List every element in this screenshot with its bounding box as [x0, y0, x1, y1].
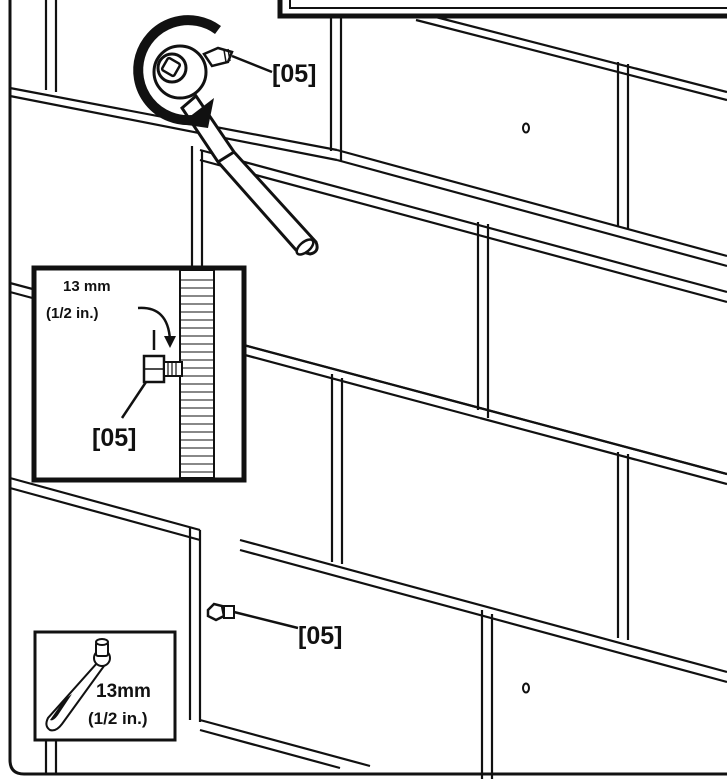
bolt-callout-label: [05] — [298, 622, 342, 650]
tool-size-in: (1/2 in.) — [88, 709, 148, 728]
detail-size-in: (1/2 in.) — [46, 305, 99, 322]
rotation-arrow-icon — [133, 15, 221, 128]
wall-section-hatching — [180, 279, 214, 473]
anchor-hole — [522, 122, 530, 134]
bolt-icon — [202, 46, 234, 68]
top-frame — [277, 0, 727, 19]
installed-bolt-icon: [05] — [206, 602, 342, 650]
detail-size-mm: 13 mm — [63, 278, 111, 295]
detail-callout-label: [05] — [92, 424, 136, 452]
wrench-callout-label: [05] — [272, 60, 316, 88]
ratchet-wrench-icon — [152, 44, 319, 256]
detail-inset: 13 mm (1/2 in.) [05] — [31, 265, 247, 483]
socket-wrench-icon — [45, 638, 111, 732]
anchor-hole — [522, 682, 530, 694]
anchor-holes — [522, 122, 530, 694]
bolt-side-view — [142, 330, 183, 384]
tool-inset: 13mm (1/2 in.) — [33, 630, 177, 742]
wall-panel — [8, 0, 727, 776]
wrench-callout: [05] — [231, 54, 316, 88]
tool-size-mm: 13mm — [96, 681, 151, 702]
